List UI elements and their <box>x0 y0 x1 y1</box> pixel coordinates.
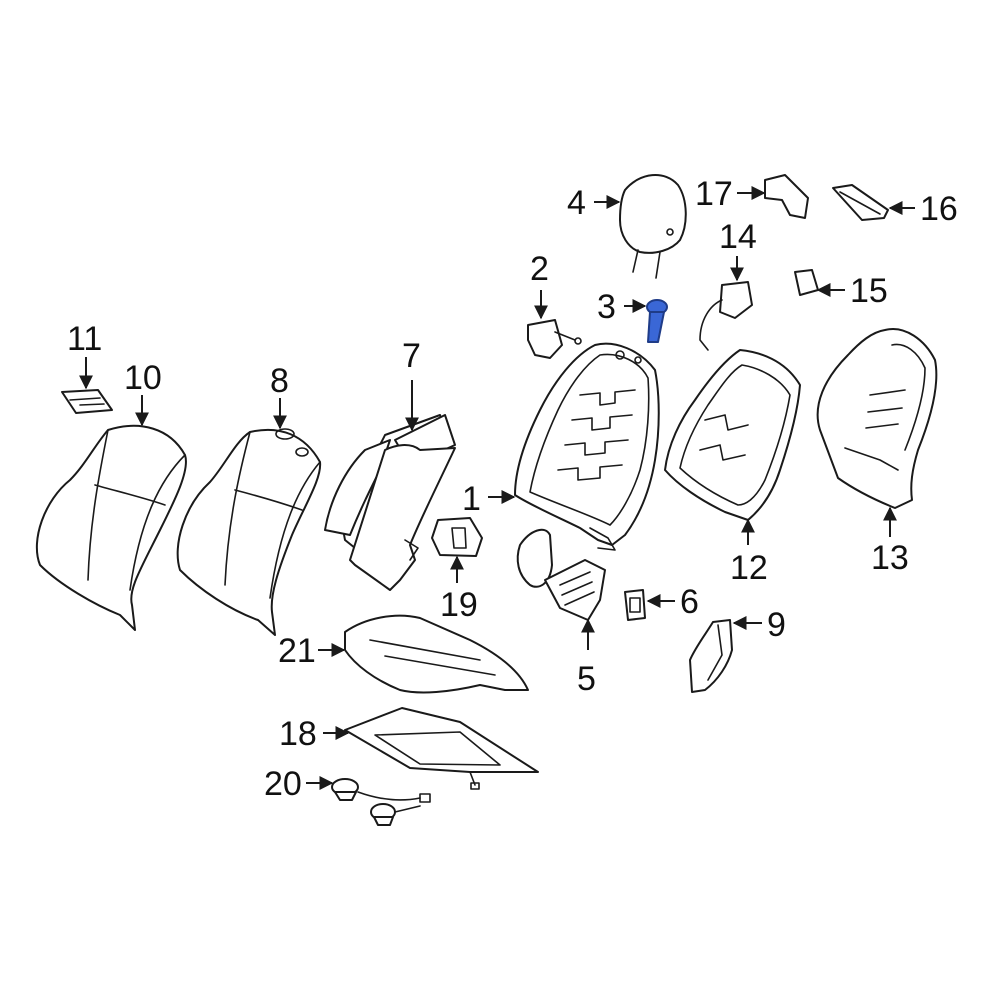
callout-5: 5 <box>577 660 596 698</box>
part-5-lumbar-support <box>516 528 606 621</box>
callout-4: 4 <box>567 184 586 222</box>
part-13-backrest-shell <box>816 328 938 509</box>
part-11-clip <box>61 389 113 414</box>
callout-7: 7 <box>402 337 421 375</box>
callout-9: 9 <box>767 606 786 644</box>
callout-19: 19 <box>440 586 478 624</box>
part-1-backrest-frame <box>514 342 660 551</box>
part-18-cushion-mat <box>344 707 539 790</box>
callout-15: 15 <box>850 272 888 310</box>
callout-8: 8 <box>270 362 289 400</box>
part-6-switch <box>624 589 646 621</box>
callout-1: 1 <box>462 480 481 518</box>
callout-2: 2 <box>530 250 549 288</box>
part-3-headrest-guide <box>646 299 668 343</box>
part-3-guide-body <box>647 311 665 343</box>
callout-6: 6 <box>680 583 699 621</box>
part-2-bracket <box>527 319 582 359</box>
callout-11: 11 <box>67 320 102 358</box>
part-12-backrest-panel <box>664 349 801 521</box>
callout-10: 10 <box>124 359 162 397</box>
part-19-bracket <box>431 517 483 557</box>
part-9-trim-strip <box>689 619 733 693</box>
part-1-mesh <box>557 389 636 481</box>
part-8-backrest-trim <box>176 428 322 636</box>
callout-12: 12 <box>730 549 768 587</box>
callout-17: 17 <box>695 175 733 213</box>
callout-21: 21 <box>278 632 316 670</box>
callout-16: 16 <box>920 190 958 228</box>
callout-13: 13 <box>871 539 909 577</box>
callout-14: 14 <box>719 218 757 256</box>
callout-20: 20 <box>264 765 302 803</box>
callout-labels: 1 2 3 4 5 6 7 8 9 10 11 12 13 14 15 16 1… <box>67 175 958 803</box>
part-16-slide-rail <box>832 184 889 221</box>
part-17-cover-cap <box>764 174 809 219</box>
part-10-backrest-cover <box>35 424 187 631</box>
part-20-connectors <box>331 778 431 826</box>
part-7-backrest-pad <box>324 414 456 591</box>
callout-18: 18 <box>279 715 317 753</box>
leader-lines <box>79 186 915 790</box>
callout-3: 3 <box>597 288 616 326</box>
part-21-cushion-cover <box>344 614 529 694</box>
part-15-connector <box>794 269 819 296</box>
part-14-wiring-harness <box>699 281 753 351</box>
part-4-headrest <box>619 173 687 279</box>
